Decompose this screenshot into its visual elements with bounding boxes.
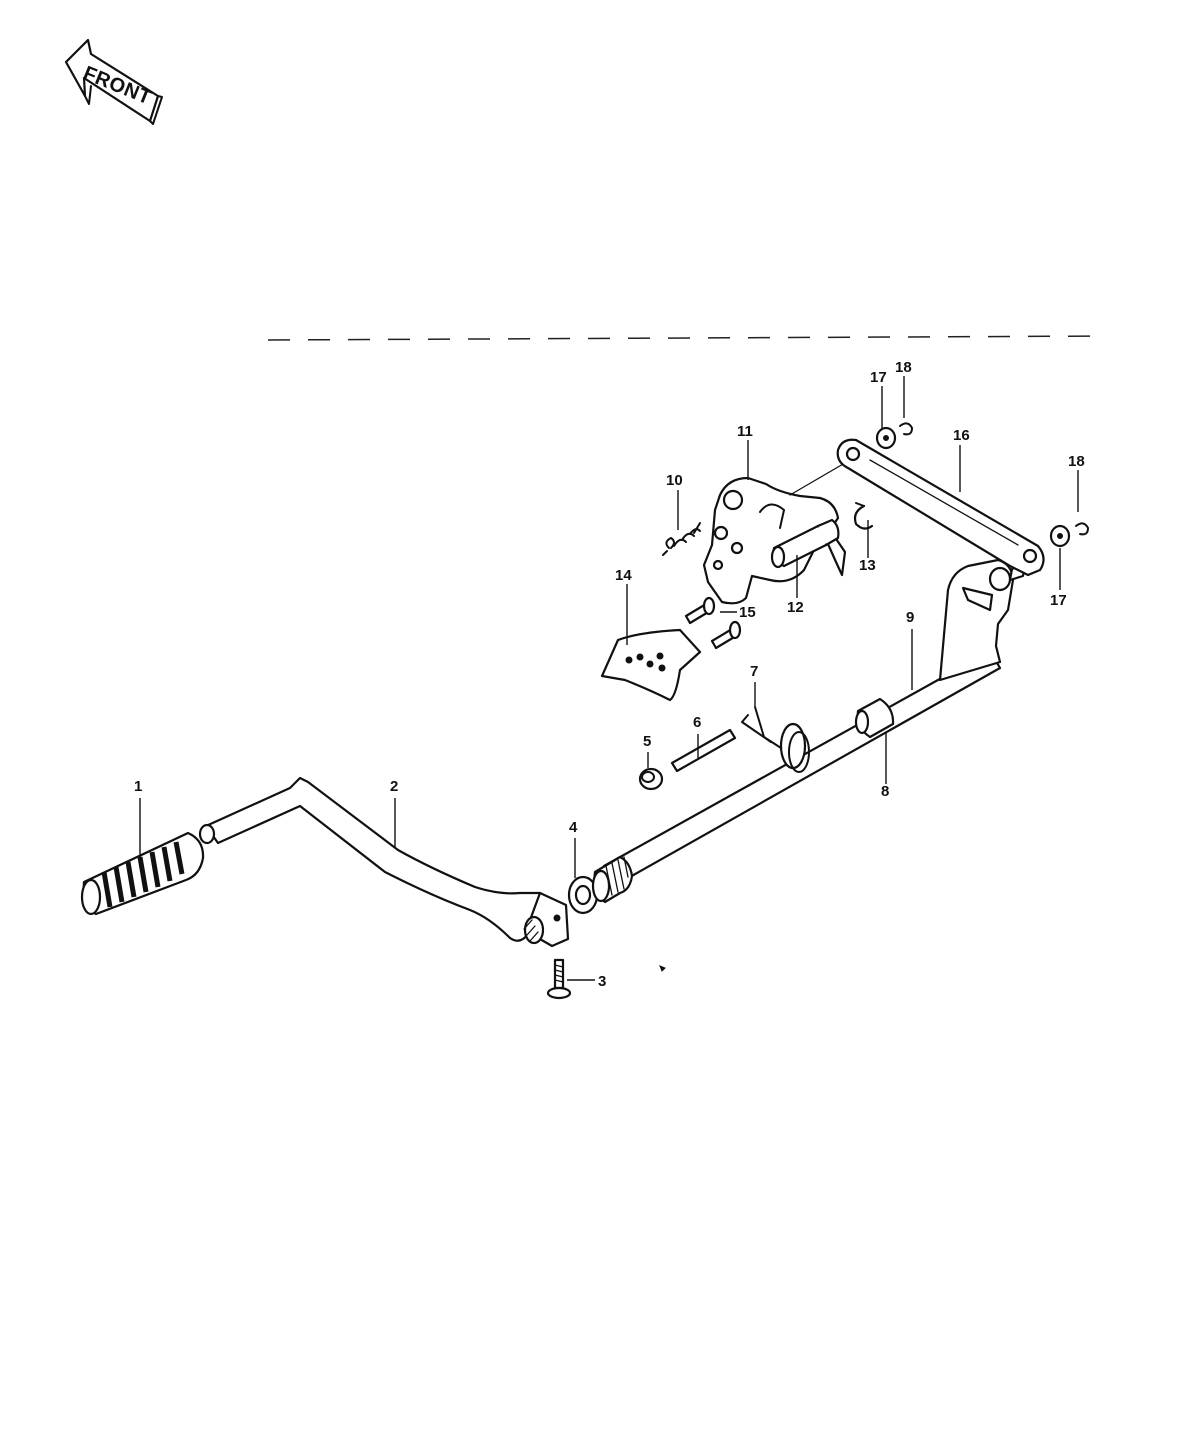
callout-11: 11 xyxy=(737,423,753,440)
callout-15: 15 xyxy=(739,604,756,621)
part-1-pedal-rubber xyxy=(80,831,205,916)
callout-7: 7 xyxy=(750,663,758,680)
callout-18-right: 18 xyxy=(1068,453,1085,470)
part-18-clip-a xyxy=(899,422,913,436)
front-arrow-icon: FRONT xyxy=(64,38,163,125)
part-14-plate xyxy=(600,628,702,702)
part-9-arm xyxy=(938,558,1027,682)
part-5-collar xyxy=(638,767,664,791)
callout-4: 4 xyxy=(569,819,578,836)
part-3-bolt xyxy=(546,958,572,1000)
callout-6: 6 xyxy=(693,714,701,731)
callout-13: 13 xyxy=(859,557,876,574)
callout-17-right: 17 xyxy=(1050,592,1067,609)
part-2-pedal-lever xyxy=(198,776,570,948)
stray-mark xyxy=(659,965,666,972)
part-17-washer-a xyxy=(875,426,897,450)
callout-8: 8 xyxy=(881,783,889,800)
callout-9: 9 xyxy=(906,609,914,626)
callout-16: 16 xyxy=(953,427,970,444)
part-17-washer-b xyxy=(1049,524,1071,548)
part-10-spring xyxy=(662,522,701,556)
callout-17-top: 17 xyxy=(870,369,887,386)
callout-12: 12 xyxy=(787,599,804,616)
callout-10: 10 xyxy=(666,472,683,489)
callout-5: 5 xyxy=(643,733,651,750)
separator-line xyxy=(267,335,1109,341)
part-15-screws xyxy=(684,596,742,650)
part-12-pivot xyxy=(770,518,840,569)
callout-2: 2 xyxy=(390,778,398,795)
part-7-spring xyxy=(741,706,810,773)
callout-18-top: 18 xyxy=(895,359,912,376)
callout-14: 14 xyxy=(615,567,632,584)
leader-lines xyxy=(139,376,1079,981)
part-16-link xyxy=(836,438,1045,577)
callout-1: 1 xyxy=(134,778,142,795)
part-8-sleeve xyxy=(854,697,895,739)
callout-3: 3 xyxy=(598,973,606,990)
part-13-clip xyxy=(853,502,874,530)
part-6-pin xyxy=(670,728,737,773)
part-18-clip-b xyxy=(1075,522,1089,536)
